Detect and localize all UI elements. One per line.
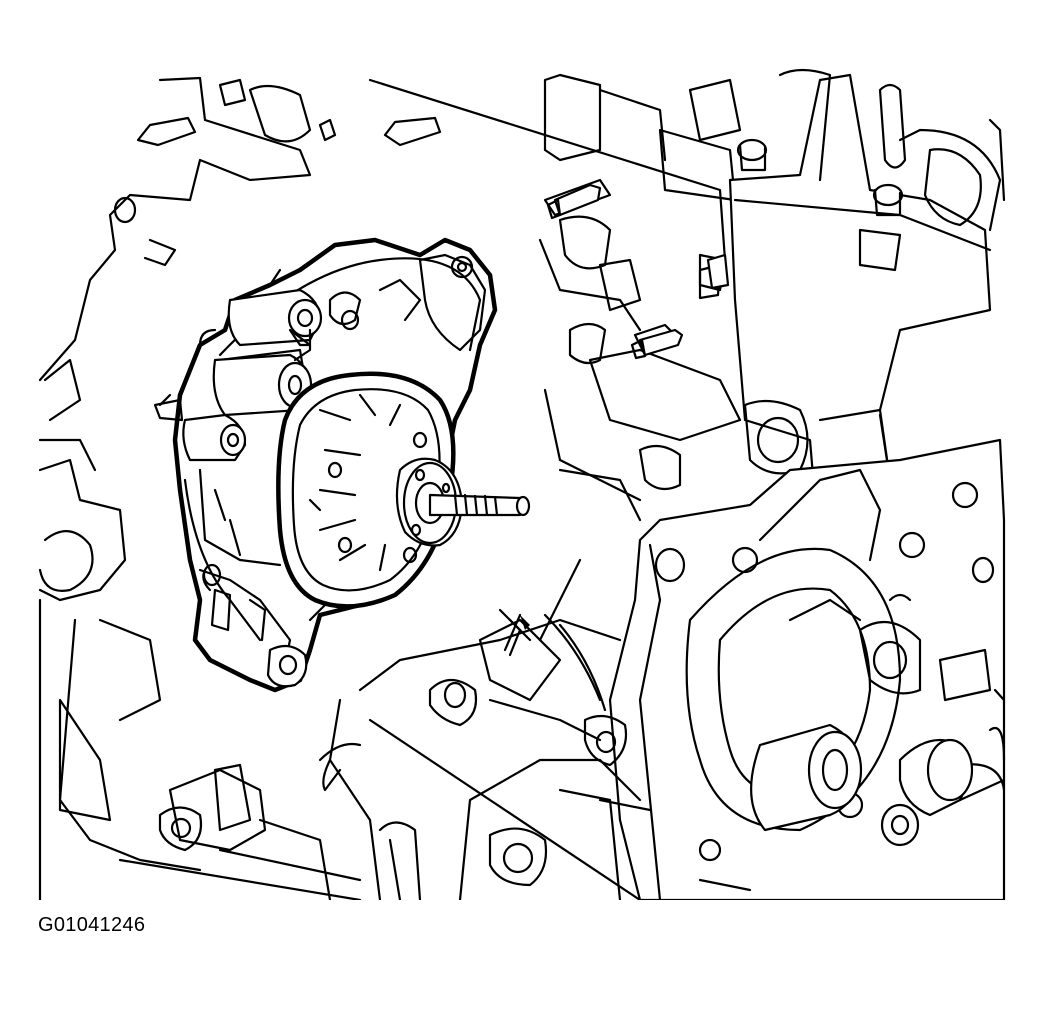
hose-lines <box>318 558 912 762</box>
figure-code: G01041246 <box>38 914 146 936</box>
engine-vacuum-pump-diagram <box>38 68 1006 900</box>
vacuum-pump-drive-coupling <box>395 457 531 547</box>
intake-manifold <box>698 68 1006 502</box>
camshaft-end <box>750 723 1006 832</box>
engine-block-left <box>38 76 442 900</box>
engine-front-cover <box>608 438 1006 900</box>
vacuum-pump-housing <box>153 237 498 693</box>
mounting-bolts <box>546 183 730 360</box>
engine-block-top <box>368 73 742 522</box>
engine-block-bottom <box>118 608 652 900</box>
